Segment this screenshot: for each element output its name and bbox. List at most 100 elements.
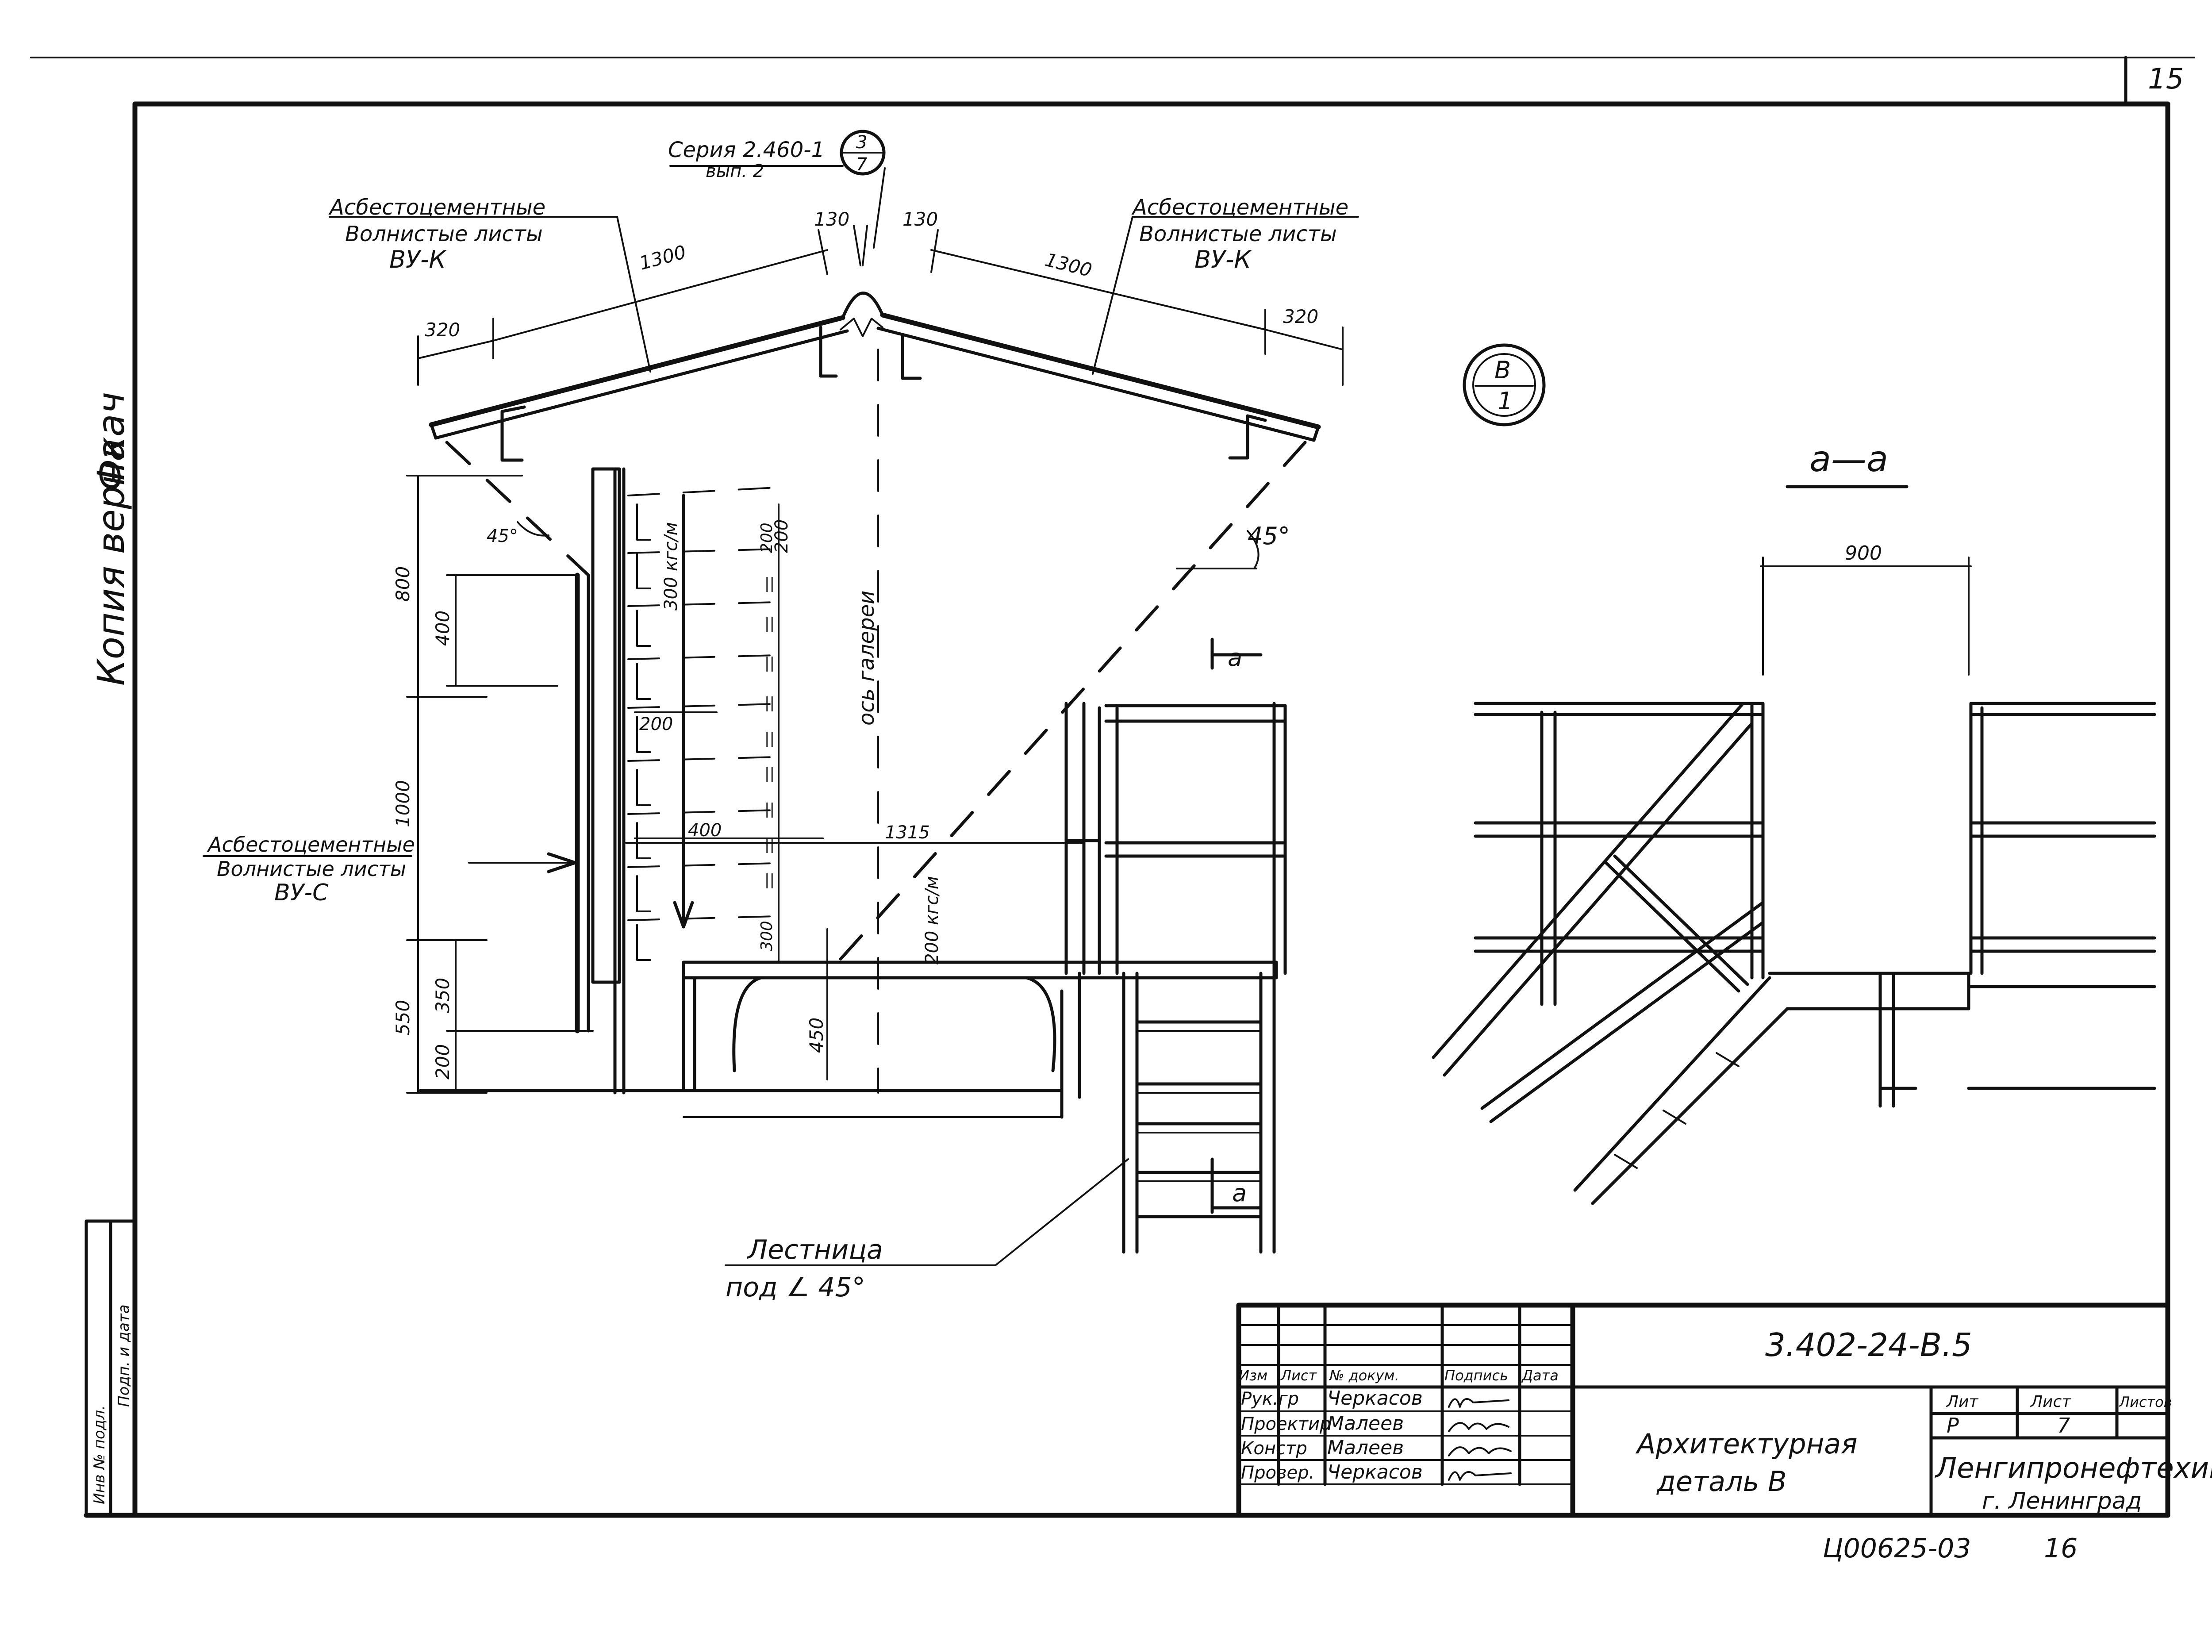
mark-5: || bbox=[764, 730, 775, 747]
org-name: Ленгипронефтехим bbox=[1935, 1452, 2212, 1485]
doc-code: 3.402-24-В.5 bbox=[1765, 1326, 1972, 1364]
series-bubble bbox=[840, 130, 886, 176]
detail-bubble-bottom: 1 bbox=[1498, 387, 1513, 415]
diagonal-left-dashed bbox=[445, 441, 590, 577]
mark-6: || bbox=[764, 765, 775, 783]
roof-sheets-right-line1: Асбестоцементные bbox=[1131, 195, 1348, 220]
series-issue: вып. 2 bbox=[706, 161, 764, 181]
dim-inner-450: 450 bbox=[806, 1018, 827, 1053]
copy-signature: Фкач bbox=[89, 392, 133, 491]
mark-4: || bbox=[764, 694, 775, 712]
detail-bubble bbox=[1463, 343, 1546, 426]
series-ref: Серия 2.460-1 bbox=[668, 138, 825, 162]
ladder-elevation bbox=[1064, 702, 1287, 1254]
wall-sheets-line3: ВУ-С bbox=[274, 880, 329, 906]
section-aa bbox=[1432, 557, 2156, 1205]
roof-dimensions bbox=[417, 225, 1344, 386]
tb-header-date: Дата bbox=[1521, 1367, 1559, 1384]
roof-sheets-left-line1: Асбестоцементные bbox=[328, 195, 545, 220]
section-mark-top-label: а bbox=[1228, 644, 1242, 672]
platform bbox=[682, 960, 1278, 1119]
dim-roof-130-right: 130 bbox=[902, 208, 938, 230]
dim-wall-800: 800 bbox=[392, 566, 414, 602]
strip-label-inv: Инв № подл. bbox=[91, 1405, 108, 1504]
series-bubble-top: 3 bbox=[856, 132, 867, 153]
org-city: г. Ленинград bbox=[1982, 1488, 2142, 1514]
tb-row-3-name: Черкасов bbox=[1327, 1461, 1423, 1483]
tb-row-3-role: Провер. bbox=[1241, 1463, 1314, 1483]
roof-sheets-left-line3: ВУ-К bbox=[389, 246, 447, 273]
bottom-stamp: Ц00625-03 bbox=[1823, 1533, 1971, 1564]
dim-inner-200-b: 200 bbox=[639, 714, 673, 734]
page-number: 15 bbox=[2148, 63, 2184, 96]
section-title: а—а bbox=[1809, 438, 1888, 480]
stage-header-lit: Лит bbox=[1946, 1393, 1978, 1411]
wall-sheets-line1: Асбестоцементные bbox=[207, 833, 415, 857]
section-mark-bottom bbox=[1210, 1157, 1263, 1214]
ladder-label-line1: Лестница bbox=[747, 1234, 883, 1265]
angle-45-left: 45° bbox=[487, 526, 518, 546]
sheet-frame bbox=[30, 56, 2195, 1518]
wall-dim-chain bbox=[406, 475, 594, 1094]
tb-row-1-role: Проектир bbox=[1241, 1414, 1331, 1434]
mark-1: || bbox=[764, 575, 775, 592]
gallery-axis-label: ось галереи bbox=[854, 591, 879, 726]
dim-roof-1300-left: 1300 bbox=[637, 241, 688, 274]
title-line1: Архитектурная bbox=[1635, 1428, 1857, 1460]
dim-roof-320-right: 320 bbox=[1283, 306, 1318, 327]
tb-header-doc: № докум. bbox=[1329, 1367, 1399, 1384]
title-line2: деталь В bbox=[1656, 1465, 1787, 1498]
wall-elevation bbox=[419, 467, 1064, 1095]
dim-wall-400: 400 bbox=[432, 611, 453, 646]
dim-section-900: 900 bbox=[1845, 542, 1882, 565]
tb-row-1-name: Малеев bbox=[1327, 1412, 1404, 1435]
roof-sheets-left-line2: Волнистые листы bbox=[345, 222, 543, 246]
stage-header-list: Лист bbox=[2030, 1393, 2071, 1411]
roof-sheets-right-line2: Волнистые листы bbox=[1139, 222, 1337, 246]
load-300: 300 кгс/м bbox=[661, 522, 681, 611]
mark-0: 200 bbox=[758, 522, 776, 553]
mark-3: || bbox=[764, 654, 775, 672]
tb-header-list: Лист bbox=[1280, 1367, 1317, 1384]
section-mark-bottom-label: а bbox=[1232, 1179, 1247, 1207]
inner-dims bbox=[625, 711, 1085, 1080]
dim-wall-1000: 1000 bbox=[392, 780, 414, 827]
stage-value-lit: Р bbox=[1947, 1414, 1959, 1437]
dim-roof-320-left: 320 bbox=[425, 319, 460, 341]
tb-row-2-role: Констр bbox=[1241, 1438, 1307, 1459]
strip-label-sign: Подп. и дата bbox=[115, 1304, 133, 1407]
section-mark-top bbox=[1210, 638, 1263, 670]
wall-sheets-line2: Волнистые листы bbox=[217, 857, 406, 881]
tb-row-2-name: Малеев bbox=[1327, 1437, 1404, 1459]
mark-2: || bbox=[764, 615, 775, 632]
dim-wall-200: 200 bbox=[432, 1044, 453, 1080]
dim-wall-350: 350 bbox=[432, 978, 453, 1013]
signatures bbox=[1448, 1398, 1512, 1481]
angle-45-right: 45° bbox=[1248, 522, 1290, 550]
stage-value-list: 7 bbox=[2057, 1414, 2070, 1437]
dim-roof-130-left: 130 bbox=[814, 208, 849, 230]
tb-row-0-name: Черкасов bbox=[1327, 1387, 1423, 1410]
dim-inner-1315: 1315 bbox=[885, 822, 930, 843]
dim-inner-200-a: 200 bbox=[772, 519, 792, 553]
mark-8: || bbox=[764, 836, 775, 853]
load-200: 200 кгс/м bbox=[922, 876, 942, 964]
dim-inner-400: 400 bbox=[688, 820, 722, 841]
series-bubble-bottom: 7 bbox=[856, 154, 868, 175]
bottom-number: 16 bbox=[2044, 1533, 2078, 1564]
title-block bbox=[1236, 1302, 2170, 1518]
dim-wall-550: 550 bbox=[392, 1000, 414, 1035]
tb-row-0-role: Рук.гр bbox=[1241, 1389, 1299, 1409]
tb-header-sign: Подпись bbox=[1444, 1367, 1508, 1384]
stage-header-listov: Листов bbox=[2119, 1394, 2172, 1410]
mark-7: || bbox=[764, 800, 775, 818]
ladder-label-line2: под ∠ 45° bbox=[726, 1272, 865, 1303]
roof-leaders bbox=[329, 165, 1359, 375]
mark-10: 300 bbox=[758, 921, 776, 951]
detail-bubble-top: В bbox=[1494, 356, 1511, 384]
copy-note: Копия верна bbox=[89, 438, 133, 686]
roof-sheets-right-line3: ВУ-К bbox=[1194, 246, 1252, 273]
diagonal-right-dashed bbox=[830, 441, 1307, 971]
roof-section bbox=[429, 292, 1321, 462]
